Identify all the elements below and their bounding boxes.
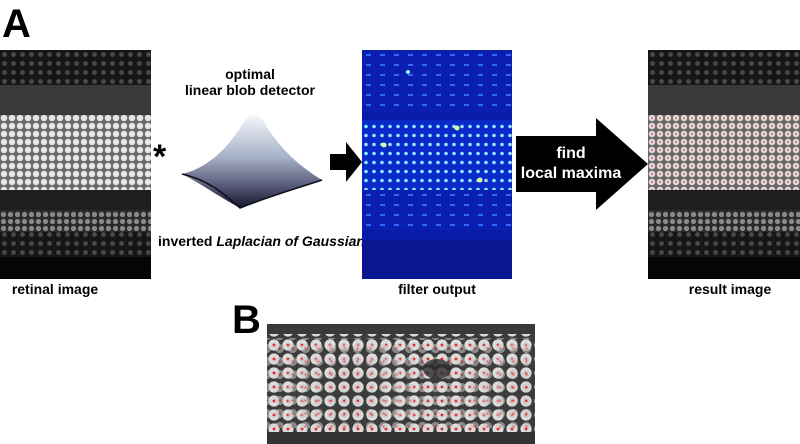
- zoomed-result-image: [267, 324, 535, 444]
- detector-title-line1: optimal: [225, 66, 275, 82]
- find-local-maxima-arrow: [516, 118, 648, 210]
- caption-filter-output: filter output: [398, 281, 476, 297]
- detector-caption: inverted Laplacian of Gaussian: [158, 233, 365, 249]
- panel-label-a: A: [2, 2, 31, 46]
- panel-label-b: B: [232, 298, 261, 342]
- laplacian-of-gaussian-surface: [178, 108, 326, 212]
- arrow-text-line1: find: [556, 145, 586, 162]
- result-image: [648, 50, 800, 279]
- detector-title-line2: linear blob detector: [185, 82, 315, 98]
- detector-caption-italic: Laplacian of Gaussian: [216, 233, 365, 249]
- filter-output-image: [362, 50, 512, 279]
- caption-result-image: result image: [688, 281, 772, 297]
- convolution-symbol: *: [153, 138, 167, 176]
- caption-retinal-image: retinal image: [11, 281, 99, 297]
- arrow-text: find local maxima: [516, 144, 626, 184]
- retinal-image: [0, 50, 151, 279]
- detector-caption-prefix: inverted: [158, 233, 217, 249]
- arrow-icon: [330, 142, 362, 182]
- arrow-text-line2: local maxima: [520, 165, 622, 182]
